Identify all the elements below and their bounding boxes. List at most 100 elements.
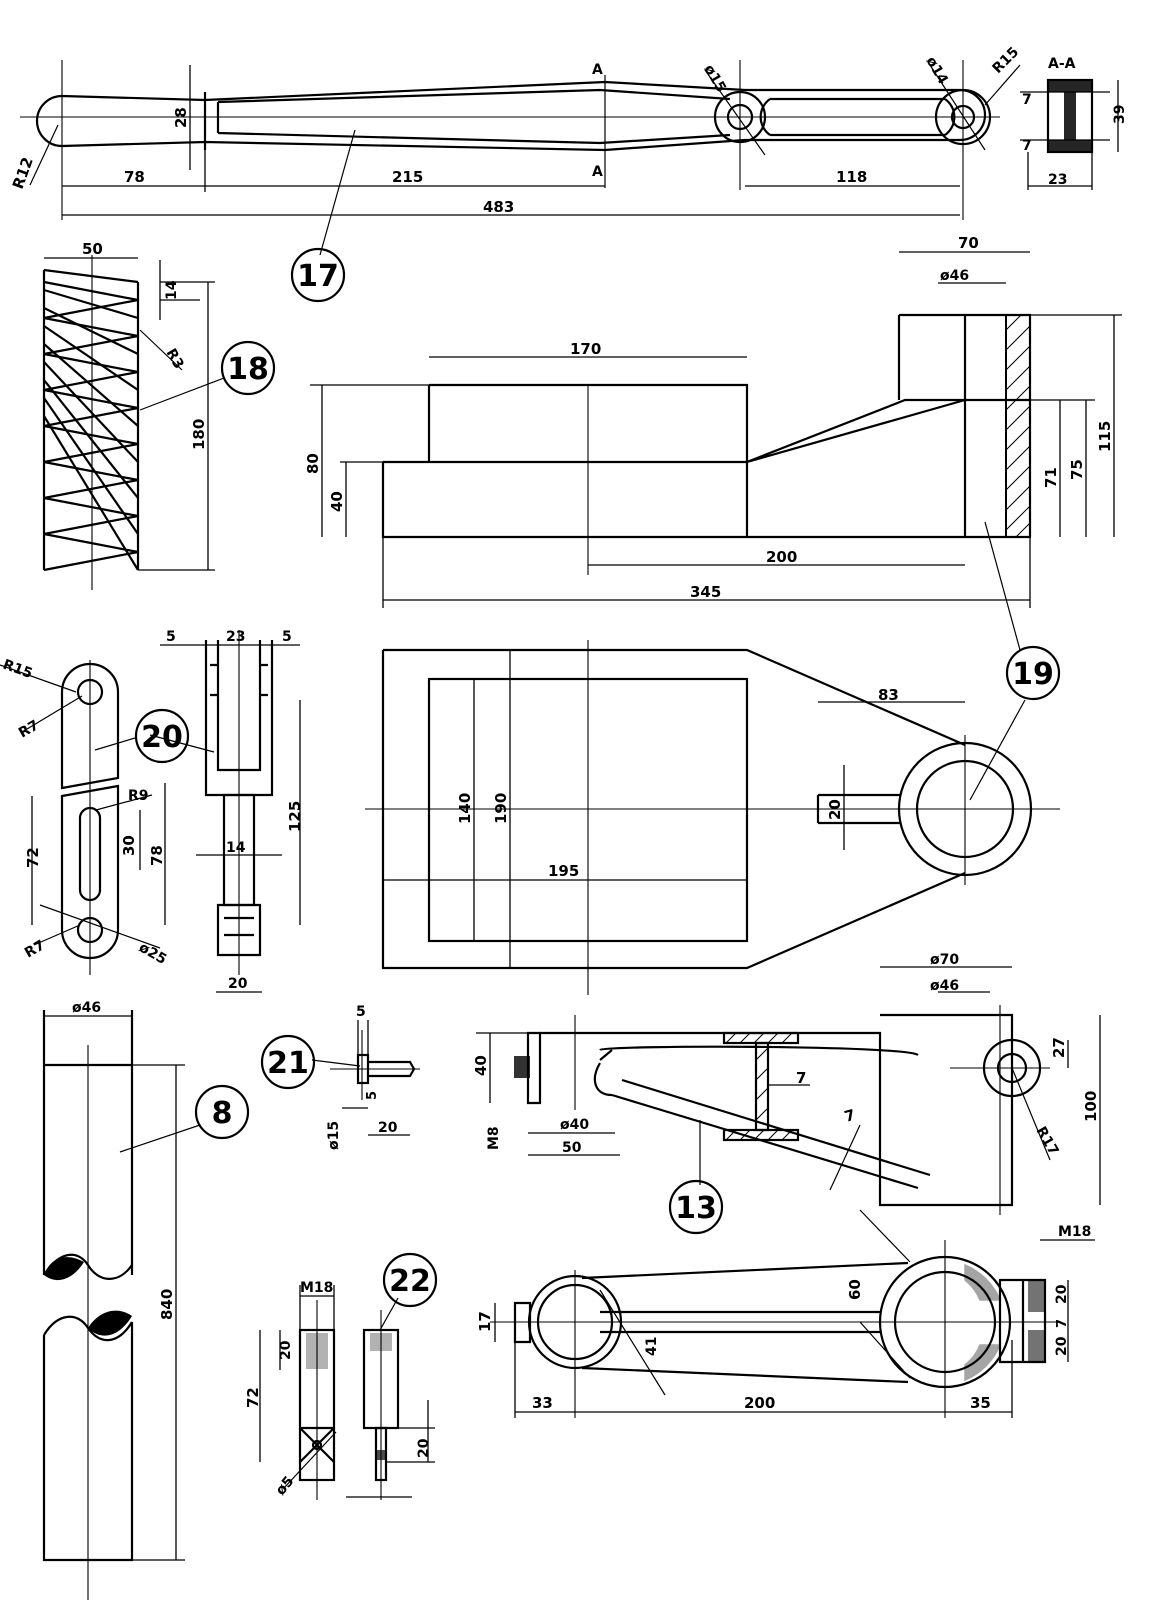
dim-215: 215 bbox=[392, 168, 423, 186]
part-label-8: 8 bbox=[212, 1096, 233, 1131]
dim-28: 28 bbox=[172, 107, 190, 128]
rod-outline bbox=[35, 80, 987, 152]
dim-100: 100 bbox=[1082, 1091, 1100, 1122]
dim-27: 27 bbox=[1050, 1037, 1068, 1058]
dim-20-bottom: 20 bbox=[1054, 1336, 1070, 1356]
dim-phi40: ø40 bbox=[560, 1117, 589, 1133]
balloon-8 bbox=[194, 1084, 250, 1140]
part-8-shaft bbox=[42, 1010, 201, 1600]
part-label-21: 21 bbox=[267, 1046, 309, 1081]
balloon-22 bbox=[382, 1252, 438, 1308]
dim-140: 140 bbox=[456, 793, 474, 824]
dim-m18-bracket: M18 bbox=[1058, 1224, 1091, 1240]
dim-345: 345 bbox=[690, 583, 721, 601]
dim-70: 70 bbox=[958, 234, 979, 252]
dim-41: 41 bbox=[644, 1337, 660, 1356]
balloon-21 bbox=[260, 1034, 316, 1090]
leader-r15 bbox=[984, 64, 1021, 106]
dim-23: 23 bbox=[1048, 172, 1067, 188]
dim-50: 50 bbox=[82, 240, 103, 258]
dim-72-stud: 72 bbox=[244, 1387, 262, 1408]
leader-phi15 bbox=[704, 69, 766, 156]
dim-83: 83 bbox=[878, 686, 899, 704]
dim-72-link: 72 bbox=[24, 847, 42, 868]
dim-r15-link: R15 bbox=[1, 657, 35, 682]
dim-5-pin: 5 bbox=[365, 1091, 380, 1100]
dim-20-link: 20 bbox=[228, 976, 248, 992]
dim-40: 40 bbox=[328, 491, 346, 512]
dim-20-top: 20 bbox=[1054, 1284, 1070, 1304]
dim-m18-stud: M18 bbox=[300, 1280, 333, 1296]
part-label-22: 22 bbox=[389, 1264, 431, 1299]
balloon-20 bbox=[134, 708, 190, 764]
dim-14-link: 14 bbox=[226, 840, 246, 856]
leader-17 bbox=[319, 129, 356, 256]
dim-r12: R12 bbox=[9, 155, 37, 192]
balloon-19 bbox=[1005, 645, 1061, 701]
dim-r9: R9 bbox=[128, 788, 149, 804]
dim-7-rib: 7 bbox=[842, 1106, 857, 1126]
dim-483: 483 bbox=[483, 198, 514, 216]
part-label-20: 20 bbox=[141, 720, 183, 755]
leader-phi14 bbox=[929, 64, 986, 151]
dim-125: 125 bbox=[286, 801, 304, 832]
dim-23-link: 23 bbox=[226, 629, 245, 645]
part-13-bracket-front bbox=[476, 966, 1101, 1215]
dim-71: 71 bbox=[1042, 467, 1060, 488]
dim-200: 200 bbox=[766, 548, 797, 566]
balloon-18 bbox=[220, 340, 276, 396]
dim-115: 115 bbox=[1096, 421, 1114, 452]
dim-200-bracket: 200 bbox=[744, 1394, 775, 1412]
dim-7b: 7 bbox=[1022, 138, 1032, 154]
dim-78-link: 78 bbox=[148, 845, 166, 866]
dim-phi70: ø70 bbox=[930, 952, 959, 968]
dim-phi46-bracket: ø46 bbox=[930, 978, 959, 994]
dim-180: 180 bbox=[190, 419, 208, 450]
dim-118: 118 bbox=[836, 168, 867, 186]
dim-80: 80 bbox=[304, 453, 322, 474]
leader-r12 bbox=[29, 124, 59, 186]
section-marker-top: A bbox=[592, 62, 603, 78]
part-18-spring bbox=[42, 255, 225, 590]
dim-phi14: ø14 bbox=[923, 54, 952, 87]
dim-r7-top: R7 bbox=[16, 717, 42, 741]
section-a-a bbox=[1020, 78, 1119, 190]
part-label-18: 18 bbox=[227, 352, 269, 387]
dim-20-stud-end: 20 bbox=[416, 1438, 432, 1458]
dim-33: 33 bbox=[532, 1394, 553, 1412]
dim-30: 30 bbox=[120, 835, 138, 856]
part-19-base-top bbox=[365, 640, 1060, 995]
balloon-17 bbox=[290, 247, 346, 303]
dim-7-gap: 7 bbox=[1055, 1319, 1070, 1328]
rod-window bbox=[759, 97, 956, 137]
part-22-stud bbox=[259, 1285, 435, 1500]
dim-phi15-pin: ø15 bbox=[326, 1121, 342, 1150]
dim-35: 35 bbox=[970, 1394, 991, 1412]
dim-78: 78 bbox=[124, 168, 145, 186]
dim-r3: R3 bbox=[163, 346, 187, 372]
spring-coils-back bbox=[43, 268, 139, 571]
dim-40-bracket: 40 bbox=[472, 1055, 490, 1076]
dim-20-stud: 20 bbox=[278, 1340, 294, 1360]
dim-5-right: 5 bbox=[282, 629, 292, 645]
dim-phi46-shaft: ø46 bbox=[72, 1000, 101, 1016]
part-17-rod bbox=[20, 60, 1021, 256]
part-label-13: 13 bbox=[675, 1191, 717, 1226]
section-marker-bottom: A bbox=[592, 164, 603, 180]
balloon-13 bbox=[668, 1179, 724, 1235]
dim-14: 14 bbox=[164, 280, 180, 300]
part-21-pin bbox=[311, 1020, 420, 1136]
dim-5-left: 5 bbox=[166, 629, 176, 645]
dim-840: 840 bbox=[158, 1289, 176, 1320]
part-19-base-front bbox=[310, 251, 1122, 651]
section-title-aa: A-A bbox=[1048, 56, 1076, 72]
dim-20-pin: 20 bbox=[378, 1120, 398, 1136]
part-label-17: 17 bbox=[297, 259, 339, 294]
dim-m8: M8 bbox=[486, 1126, 502, 1150]
dim-50-bracket: 50 bbox=[562, 1140, 582, 1156]
rod-slot bbox=[203, 88, 731, 150]
part-label-19: 19 bbox=[1012, 657, 1054, 692]
dim-r15: R15 bbox=[990, 44, 1023, 77]
part-20-link bbox=[0, 630, 301, 993]
